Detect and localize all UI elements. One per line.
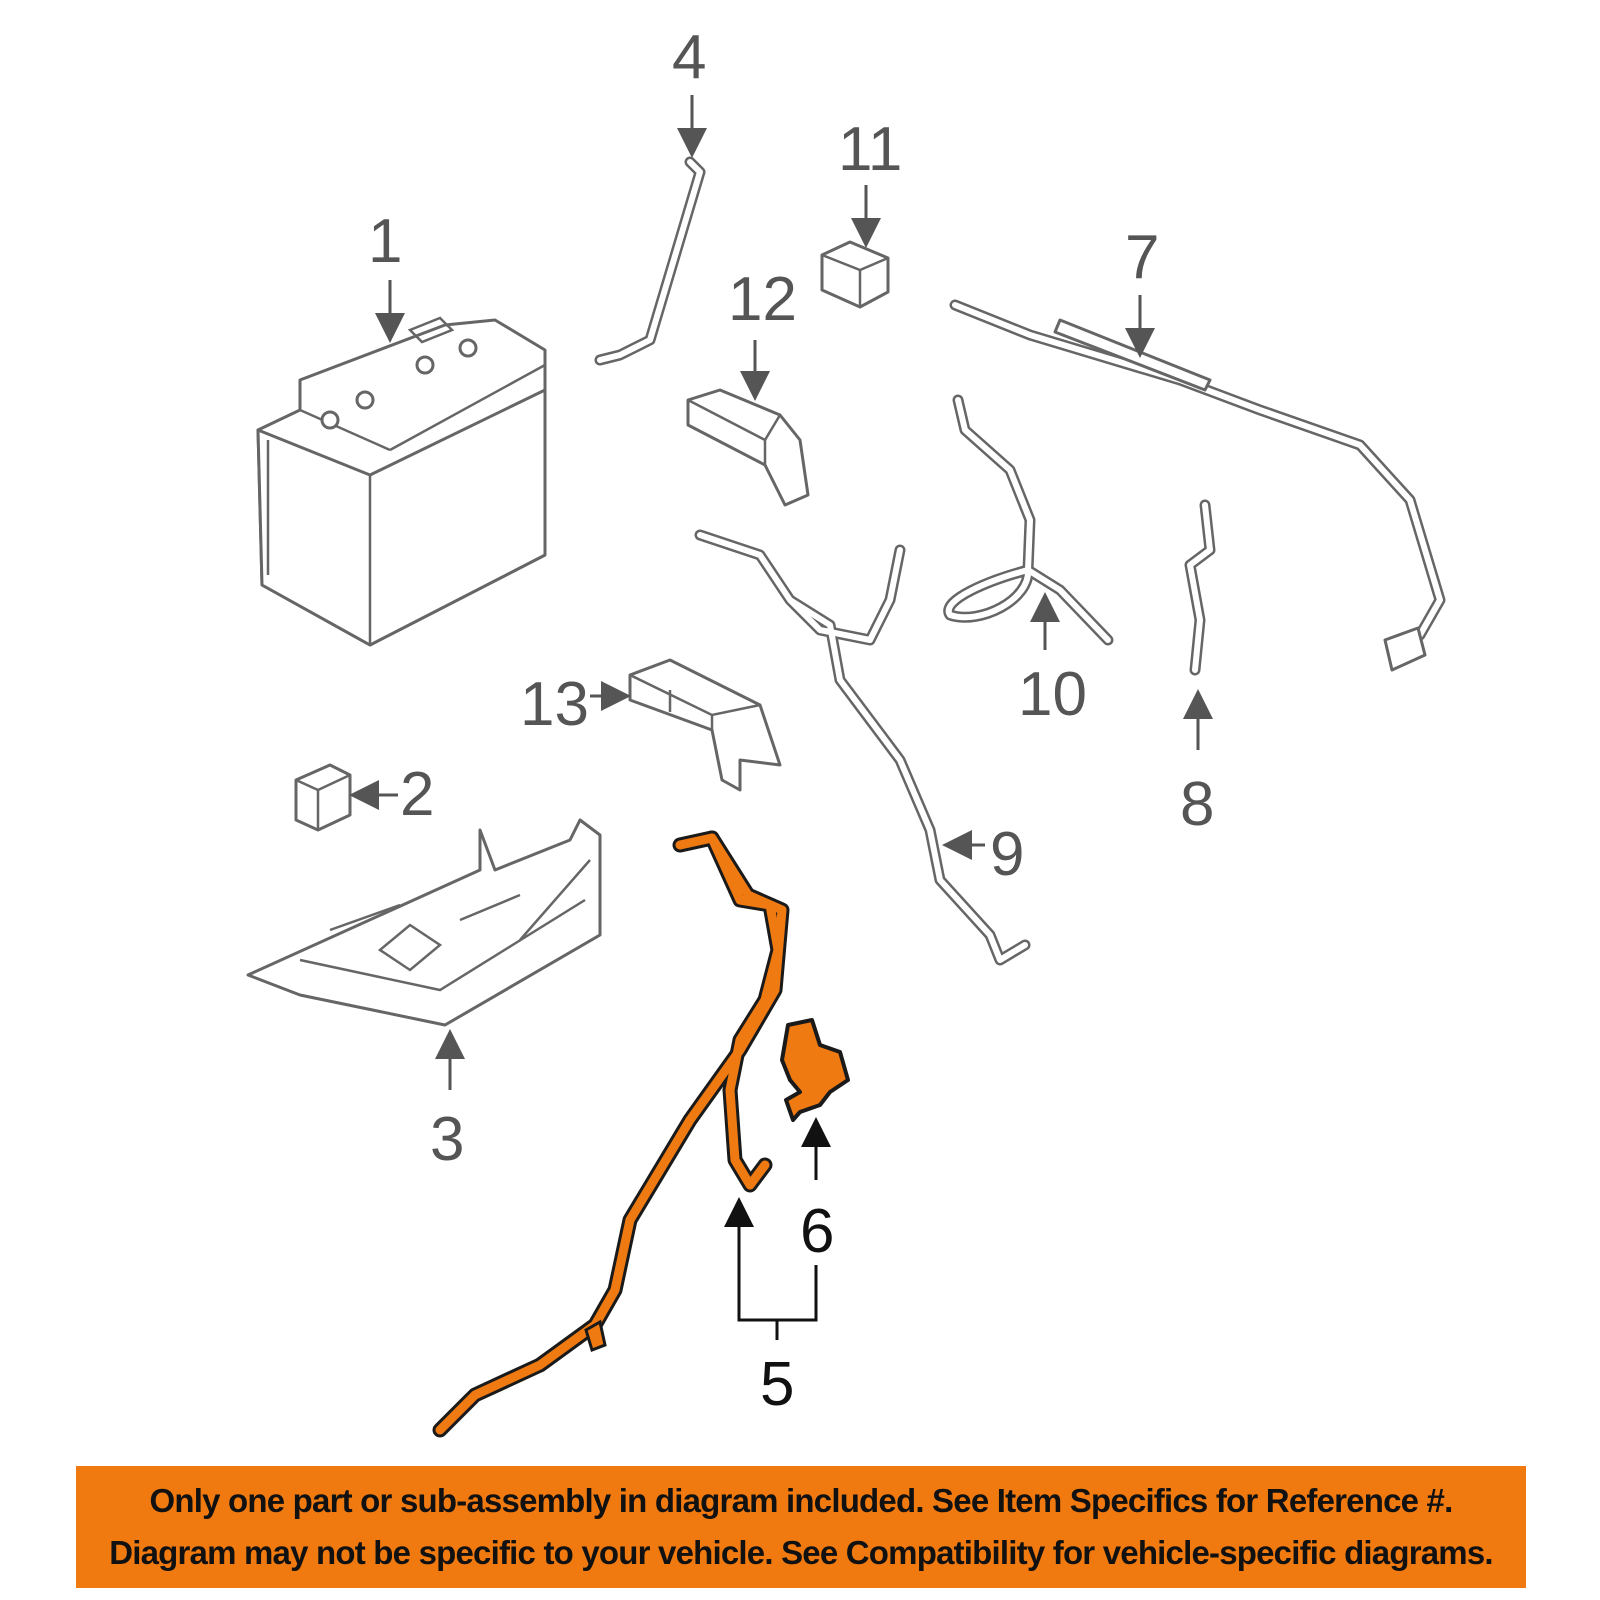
callout-1: 1 <box>368 207 402 276</box>
callout-2: 2 <box>400 760 434 829</box>
battery-part-1 <box>256 316 547 647</box>
cable-part-8 <box>1184 499 1216 676</box>
disclaimer-banner: Only one part or sub-assembly in diagram… <box>76 1466 1526 1588</box>
clip-part-2 <box>294 763 352 832</box>
callout-7: 7 <box>1125 223 1159 292</box>
callout-5-bracket <box>737 1260 818 1340</box>
fuse-part-11 <box>820 240 890 309</box>
callout-9: 9 <box>990 820 1024 889</box>
cable-part-9 <box>694 529 1031 966</box>
callout-13: 13 <box>520 670 589 739</box>
callout-12: 12 <box>728 265 797 334</box>
disclaimer-line-2: Diagram may not be specific to your vehi… <box>109 1534 1493 1571</box>
cable-part-10 <box>943 394 1114 646</box>
callout-6: 6 <box>800 1197 834 1266</box>
callout-5: 5 <box>760 1350 794 1419</box>
battery-tray-part-3 <box>246 818 602 1027</box>
hold-down-strap-part-4 <box>594 156 706 366</box>
callout-3: 3 <box>430 1105 464 1174</box>
callout-4: 4 <box>672 23 706 92</box>
callout-10: 10 <box>1018 660 1087 729</box>
bracket-part-6-highlighted <box>780 1018 850 1122</box>
terminal-cover-part-12 <box>686 388 810 507</box>
callout-8: 8 <box>1180 770 1214 839</box>
callout-11: 11 <box>838 115 902 184</box>
battery-cable-part-5-highlighted <box>432 830 790 1438</box>
harness-part-7 <box>949 299 1446 672</box>
terminal-cover-part-13 <box>628 658 782 792</box>
disclaimer-line-1: Only one part or sub-assembly in diagram… <box>149 1482 1454 1519</box>
